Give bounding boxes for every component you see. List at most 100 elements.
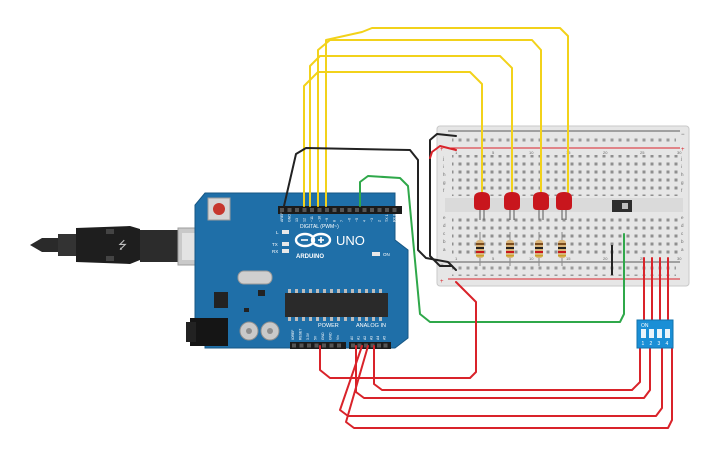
header-pin[interactable] — [280, 208, 284, 212]
analog-pin[interactable] — [383, 343, 388, 348]
chip-pin — [358, 289, 361, 293]
chip-pin — [379, 317, 382, 321]
slide-switch-knob[interactable] — [622, 203, 628, 209]
power-pin[interactable] — [299, 343, 304, 348]
wire-black-gnd[interactable] — [283, 147, 457, 271]
led-4[interactable] — [556, 192, 572, 220]
top-pin-label: 7 — [340, 220, 344, 222]
header-pin[interactable] — [317, 208, 322, 212]
upper-terminal-strip[interactable] — [452, 155, 678, 196]
row-letter: d — [681, 223, 684, 228]
header-pin[interactable] — [310, 208, 314, 212]
reset-button-cap[interactable] — [213, 203, 225, 215]
analog-pin[interactable] — [364, 343, 368, 348]
dip-toggle-2[interactable] — [649, 329, 654, 338]
wire-red-rail[interactable] — [319, 145, 477, 379]
rail-minus-sign-right: − — [681, 132, 685, 138]
header-pin[interactable] — [377, 208, 382, 212]
power-pin-label: GND — [321, 332, 325, 340]
dip-number-4: 4 — [666, 341, 669, 347]
wire-red-bb-to-dip[interactable] — [643, 257, 669, 321]
power-pin[interactable] — [322, 343, 326, 348]
resistor-3[interactable] — [535, 232, 543, 266]
top-power-rail[interactable] — [452, 134, 676, 146]
row-letter: h — [681, 172, 684, 177]
led-l-label: L — [276, 230, 279, 235]
dip-number-1: 1 — [642, 341, 645, 347]
power-jack — [190, 318, 228, 346]
wire-yellow-3[interactable] — [317, 39, 542, 207]
power-pin[interactable] — [292, 343, 296, 348]
header-pin[interactable] — [287, 208, 292, 212]
header-pin[interactable] — [355, 208, 359, 212]
dip-toggle-1[interactable] — [641, 329, 646, 338]
analog-pin[interactable] — [357, 343, 362, 348]
dip-switch[interactable]: ON 1 2 3 4 — [636, 319, 674, 349]
model-label: UNO — [336, 233, 365, 248]
analog-pin[interactable] — [377, 343, 381, 348]
header-pin[interactable] — [302, 208, 307, 212]
wire-yellow-1[interactable] — [303, 71, 483, 207]
usb-symbol-icon: ⭍ — [118, 239, 127, 252]
header-pin[interactable] — [385, 208, 389, 212]
power-pin-label: RESET — [299, 329, 303, 340]
resistor-1[interactable] — [476, 232, 484, 266]
dip-toggle-4[interactable] — [665, 329, 670, 338]
top-pin-label: 13 — [295, 218, 299, 222]
column-number: 25 — [640, 256, 645, 261]
chip-pin — [337, 289, 340, 293]
header-pin[interactable] — [347, 208, 352, 212]
top-pin-label: ~9 — [325, 218, 329, 222]
wire-black-rail[interactable] — [429, 133, 457, 267]
resistor-2[interactable] — [506, 232, 514, 266]
analog-pin-label: A0 — [350, 336, 354, 340]
resistor-4[interactable] — [558, 232, 566, 266]
header-pin[interactable] — [295, 208, 299, 212]
analog-pin-label: A1 — [357, 336, 361, 340]
led-3[interactable] — [533, 192, 549, 220]
rail-plus-sign-bottom: + — [440, 279, 444, 285]
header-pin[interactable] — [392, 208, 397, 212]
dip-toggle-3[interactable] — [657, 329, 662, 338]
row-letter: b — [443, 239, 446, 244]
power-led — [372, 252, 380, 256]
power-pin[interactable] — [337, 343, 341, 348]
power-pin[interactable] — [329, 343, 334, 348]
column-number: 10 — [529, 150, 534, 155]
chip-pin — [295, 317, 298, 321]
row-letter: e — [681, 215, 684, 220]
power-pin[interactable] — [314, 343, 319, 348]
header-pin[interactable] — [332, 208, 337, 212]
wire-red-dip-2[interactable] — [339, 345, 663, 417]
header-pin[interactable] — [370, 208, 374, 212]
led-1[interactable] — [474, 192, 490, 220]
chip-pin — [330, 317, 333, 321]
analog-header — [349, 342, 391, 349]
power-pin[interactable] — [307, 343, 311, 348]
on-label: ON — [383, 252, 390, 257]
row-letter: h — [443, 172, 446, 177]
led-2[interactable] — [504, 192, 520, 220]
chip-pin — [351, 317, 354, 321]
header-pin[interactable] — [325, 208, 329, 212]
wire-yellow-4[interactable] — [325, 27, 569, 207]
wire-yellow-2[interactable] — [309, 55, 513, 207]
wire-red-dip-4[interactable] — [373, 345, 641, 391]
analog-pin[interactable] — [351, 343, 355, 348]
header-pin[interactable] — [362, 208, 367, 212]
rail-plus-sign: + — [440, 147, 444, 153]
analog-pin[interactable] — [370, 343, 375, 348]
row-letter: i — [443, 164, 444, 169]
bottom-power-rail[interactable] — [452, 264, 676, 276]
wire-red-dip-3[interactable] — [345, 345, 673, 429]
top-pin-label: ~5 — [355, 218, 359, 222]
chip-pin — [372, 317, 375, 321]
header-pin[interactable] — [340, 208, 344, 212]
wire-green[interactable] — [359, 175, 625, 323]
top-pin-label: ~6 — [348, 218, 352, 222]
chip-pin — [316, 317, 319, 321]
